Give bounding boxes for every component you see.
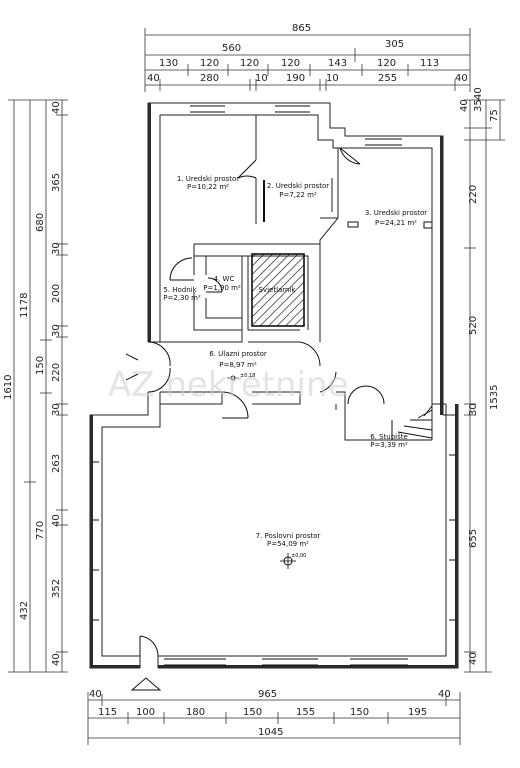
left-dimensions: 1610 1178 432 680 150 770 40 365 30 200 … (3, 99, 68, 673)
doors (125, 147, 385, 691)
dim-left-1610: 1610 (3, 375, 14, 400)
dim-bottom-155: 155 (296, 707, 315, 718)
dim-top-total: 865 (292, 23, 311, 34)
dim-right-220: 220 (468, 185, 479, 204)
dim-right-40c: 40 (468, 652, 479, 665)
dim-left-30b: 30 (51, 324, 62, 337)
dim-left-40b: 40 (51, 514, 62, 527)
dim-top-10b: 10 (326, 73, 339, 84)
dim-bottom-965: 965 (258, 689, 277, 700)
stairs-area: P=3,39 m² (370, 441, 408, 449)
dim-right-35: 35 (473, 99, 484, 112)
room-2-area: P=7,22 m² (279, 191, 317, 199)
dim-top-113: 113 (420, 58, 439, 69)
room-1-area: P=10,22 m² (187, 183, 229, 191)
dim-bottom-115: 115 (98, 707, 117, 718)
room-7-name: 7. Poslovni prostor (256, 532, 321, 540)
dim-left-150: 150 (35, 356, 46, 375)
dim-left-263: 263 (51, 454, 62, 473)
dim-top-10a: 10 (255, 73, 268, 84)
dim-bottom-180: 180 (186, 707, 205, 718)
dim-bottom-total: 1045 (258, 727, 283, 738)
dim-left-220: 220 (51, 363, 62, 382)
dim-left-432: 432 (19, 601, 30, 620)
dim-top-40b: 40 (455, 73, 468, 84)
room-6-name: 6. Ulazni prostor (209, 350, 267, 358)
dim-left-30a: 30 (51, 242, 62, 255)
room-3-name: 3. Uredski prostor (365, 209, 427, 217)
dim-left-680: 680 (35, 213, 46, 232)
room-3-area: P=24,21 m² (375, 219, 417, 227)
dim-right-75: 75 (489, 109, 500, 122)
dim-left-770: 770 (35, 521, 46, 540)
dim-right-40b: 40 (473, 87, 484, 100)
dim-top-560: 560 (222, 43, 241, 54)
lightwell-label: Svjetlarnik (258, 286, 296, 294)
room-5-name: 5. Hodnik (163, 286, 197, 294)
dim-left-352: 352 (51, 579, 62, 598)
room-7-area: P=54,09 m² (267, 540, 309, 548)
dim-top-120c: 120 (281, 58, 300, 69)
dim-top-40a: 40 (147, 73, 160, 84)
room-1-name: 1. Uredski prostor (177, 175, 239, 183)
dim-right-40a: 40 (459, 99, 470, 112)
room-6-area: P=8,97 m² (219, 361, 257, 369)
dim-bottom-150b: 150 (350, 707, 369, 718)
stairs (391, 405, 433, 441)
dim-bottom-40b: 40 (438, 689, 451, 700)
top-dimensions: 865 560 305 130 120 120 120 143 120 113 … (144, 23, 471, 92)
dim-left-365: 365 (51, 173, 62, 192)
dim-right-655: 655 (468, 529, 479, 548)
dim-top-143: 143 (328, 58, 347, 69)
right-dimensions: 40 35 40 75 1535 220 520 30 655 40 (459, 87, 505, 673)
dim-left-40a: 40 (51, 101, 62, 114)
room-4-area: P=1,90 m² (203, 284, 241, 292)
dim-top-190: 190 (286, 73, 305, 84)
dim-bottom-100: 100 (136, 707, 155, 718)
watermark: AZ nekretnine (108, 365, 348, 405)
room-5-area: P=2,30 m² (163, 294, 201, 302)
dim-top-120b: 120 (240, 58, 259, 69)
dim-left-1178: 1178 (19, 293, 30, 318)
dim-top-280: 280 (200, 73, 219, 84)
dim-bottom-40a: 40 (89, 689, 102, 700)
lightwell (251, 253, 305, 327)
dim-top-130: 130 (159, 58, 178, 69)
dim-top-255: 255 (378, 73, 397, 84)
bottom-dimensions: 40 965 40 115 100 180 150 155 150 195 10… (87, 689, 461, 745)
dim-right-1535: 1535 (489, 385, 500, 410)
dim-top-120a: 120 (200, 58, 219, 69)
dim-right-520: 520 (468, 316, 479, 335)
dim-bottom-150a: 150 (243, 707, 262, 718)
dim-left-30c: 30 (51, 403, 62, 416)
dim-bottom-195: 195 (408, 707, 427, 718)
dim-left-200: 200 (51, 284, 62, 303)
dim-top-305: 305 (385, 39, 404, 50)
stairs-name: 6. Stubište (370, 433, 408, 441)
room-4-name: 4. WC (214, 275, 235, 283)
dim-top-120d: 120 (377, 58, 396, 69)
room-labels: 1. Uredski prostor P=10,22 m² 2. Uredski… (163, 175, 427, 548)
room-2-name: 2. Uredski prostor (267, 182, 329, 190)
dim-right-30: 30 (468, 403, 479, 416)
dim-left-40c: 40 (51, 653, 62, 666)
level-main: ±0,00 (291, 553, 306, 559)
walls (89, 102, 459, 669)
level-markers: ±0,18 ±0,00 (227, 373, 306, 569)
level-small: ±0,18 (240, 373, 255, 379)
